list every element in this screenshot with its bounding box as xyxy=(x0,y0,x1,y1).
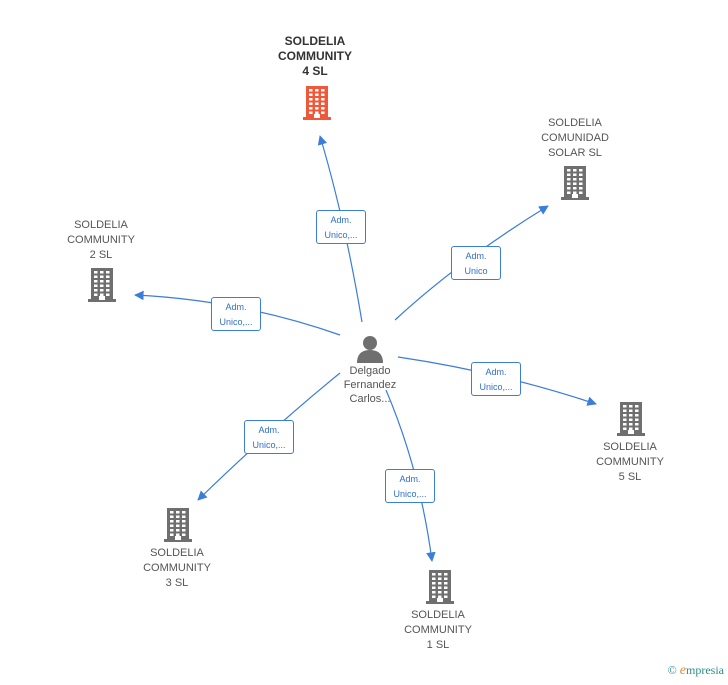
building-icon xyxy=(303,86,331,120)
company-name: SOLDELIA COMMUNITY 5 SL xyxy=(596,441,664,483)
company-name: SOLDELIA COMUNIDAD SOLAR SL xyxy=(541,117,609,159)
role-label-c5[interactable]: Adm. Unico,... xyxy=(471,362,521,396)
company-node-c3[interactable]: SOLDELIA COMMUNITY 3 SL xyxy=(117,501,237,591)
company-node-c2[interactable]: SOLDELIA COMMUNITY 2 SL xyxy=(41,218,161,308)
company-node-c5[interactable]: SOLDELIA COMMUNITY 5 SL xyxy=(570,396,690,486)
role-label-c2[interactable]: Adm. Unico,... xyxy=(211,297,261,331)
building-icon-wrap xyxy=(88,268,116,302)
building-icon xyxy=(88,268,116,302)
building-icon-wrap xyxy=(561,166,589,200)
company-node-c4[interactable]: SOLDELIA COMMUNITY 4 SL xyxy=(255,34,375,124)
building-icon-wrap xyxy=(303,86,331,120)
company-name: SOLDELIA COMMUNITY 1 SL xyxy=(404,609,472,651)
role-label-c1[interactable]: Adm. Unico,... xyxy=(385,469,435,503)
building-icon-wrap xyxy=(617,402,645,436)
company-node-c1[interactable]: SOLDELIA COMMUNITY 1 SL xyxy=(378,562,498,652)
building-icon-wrap xyxy=(164,508,192,542)
role-label-csolar[interactable]: Adm. Unico xyxy=(451,246,501,280)
company-name: SOLDELIA COMMUNITY 2 SL xyxy=(67,219,135,261)
brand-initial: e xyxy=(679,663,686,678)
copyright-icon: © xyxy=(667,663,677,677)
company-node-csolar[interactable]: SOLDELIA COMUNIDAD SOLAR SL xyxy=(515,116,635,206)
building-icon xyxy=(426,570,454,604)
building-icon-wrap xyxy=(426,570,454,604)
company-name: SOLDELIA COMMUNITY 4 SL xyxy=(278,34,352,78)
person-name: Delgado Fernandez Carlos... xyxy=(343,365,397,405)
footer-brand: © empresia xyxy=(668,663,724,679)
brand-name: mpresia xyxy=(686,663,724,677)
person-icon xyxy=(357,336,383,363)
role-label-c3[interactable]: Adm. Unico,... xyxy=(244,420,294,454)
company-name: SOLDELIA COMMUNITY 3 SL xyxy=(143,547,211,589)
person-node[interactable]: Delgado Fernandez Carlos... xyxy=(320,334,420,406)
building-icon xyxy=(164,508,192,542)
role-label-c4[interactable]: Adm. Unico,... xyxy=(316,210,366,244)
building-icon xyxy=(617,402,645,436)
building-icon xyxy=(561,166,589,200)
